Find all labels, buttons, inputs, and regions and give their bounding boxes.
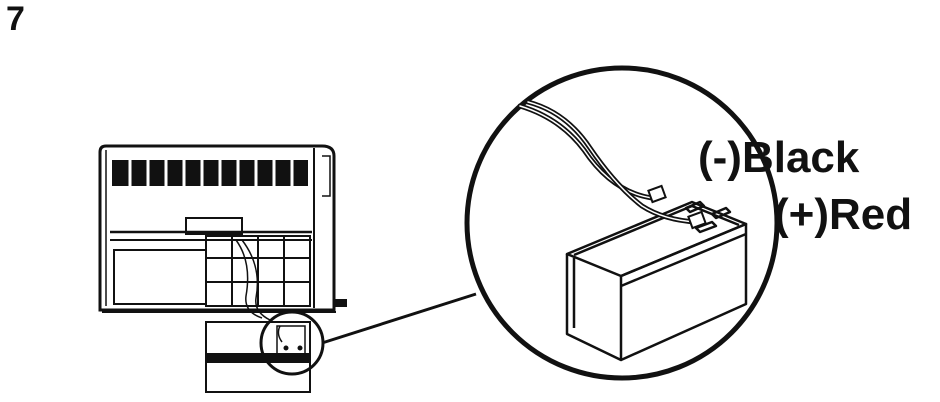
cable-icon (517, 99, 707, 230)
battery-small-icon (205, 321, 311, 393)
positive-red-label: (+)Red (774, 190, 913, 239)
zoom-connector-line (321, 292, 477, 345)
step-number: 7 (6, 0, 25, 38)
battery-large-icon (565, 200, 748, 362)
negative-black-label: (-)Black (698, 133, 860, 182)
zoom-circle-icon (464, 65, 780, 381)
ups-device-icon (98, 144, 347, 321)
